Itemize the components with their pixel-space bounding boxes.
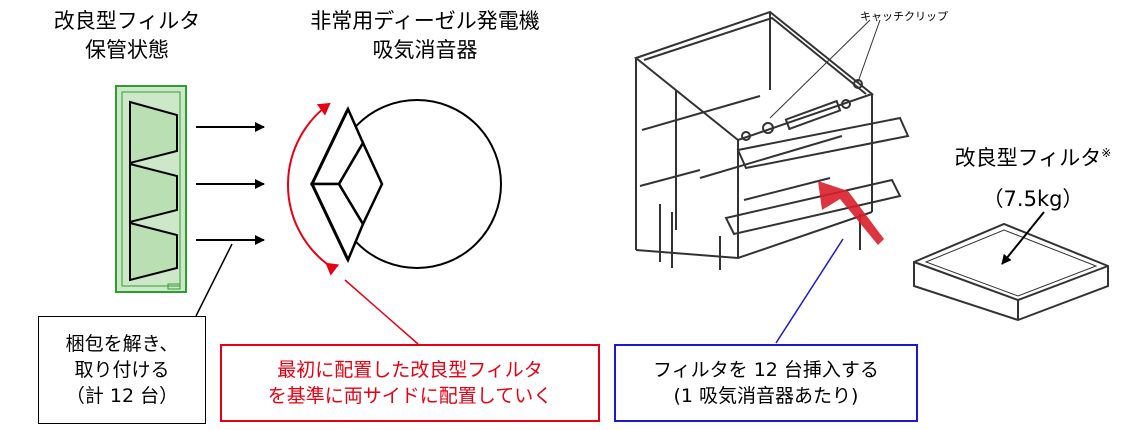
improved-filter-icon (913, 222, 1109, 322)
placement-callout: 最初に配置した改良型フィルタ を基準に両サイドに配置していく (220, 344, 600, 422)
silencer-title-2: 吸気消音器 (372, 38, 478, 62)
catch-clip-label: キャッチクリップ (860, 10, 948, 23)
transfer-arrows (196, 122, 265, 245)
silencer-title-1: 非常用ディーゼル発電機 (310, 9, 540, 33)
insert-direction-arrow (818, 181, 884, 245)
callout-connector-red (344, 279, 419, 345)
callout-connector-black (195, 243, 233, 317)
stored-filter-icon (129, 100, 178, 282)
unpack-install-callout: 梱包を解き、 取り付ける （計 12 台） (38, 316, 206, 424)
improved-filter-name: 改良型フィルタ (954, 146, 1102, 170)
insert-callout: フィルタを 12 台挿入する (1 吸気消音器あたり) (614, 344, 918, 422)
filter-storage-title-2: 保管状態 (85, 38, 169, 62)
improved-filter-weight: （7.5kg） (982, 187, 1084, 211)
improved-filter-title: 改良型フィルタ※ (948, 140, 1118, 172)
filter-storage-title-1: 改良型フィルタ (53, 9, 201, 33)
catch-clip-leader (769, 19, 881, 119)
note-mark: ※ (1101, 146, 1112, 160)
placement-direction-arrow (287, 102, 340, 276)
improved-filter-pointer (1001, 211, 1045, 265)
callout-connector-blue (775, 238, 844, 344)
